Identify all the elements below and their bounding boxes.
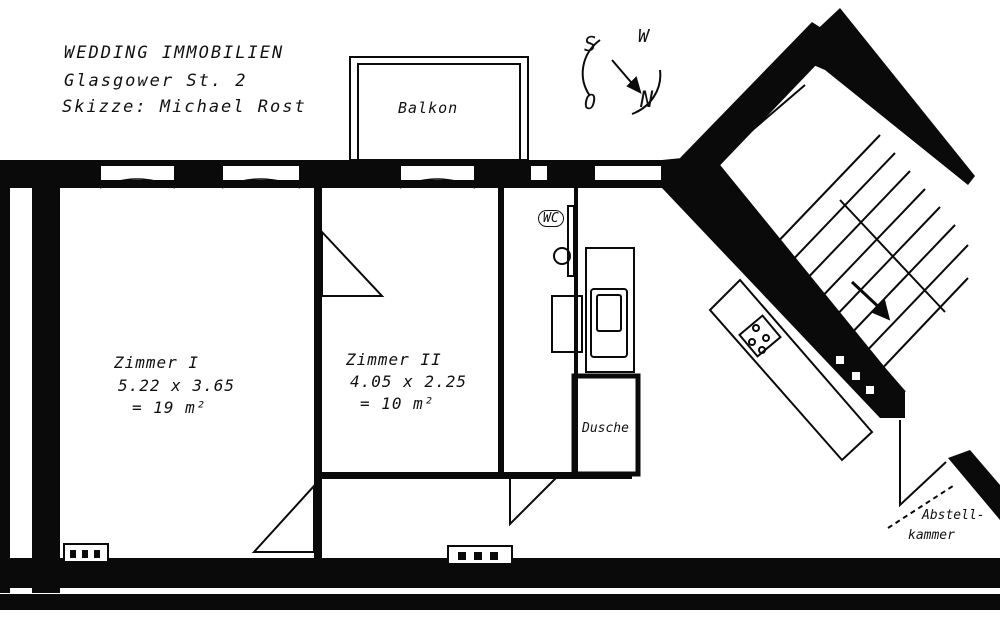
compass-s: S [584,32,597,56]
balkon-label: Balkon [398,99,459,117]
stairwell-walls [662,8,1000,520]
zimmer1-dims: 5.22 x 3.65 [118,376,235,395]
wall-zimmer1-zimmer2 [314,188,322,558]
abstell-divider [887,483,957,529]
compass-w: W [638,26,649,47]
dusche-box [571,373,641,477]
radiator-slots [70,550,498,560]
dusche-label: Dusche [582,421,629,436]
stove [708,278,874,462]
balkon-inner [357,63,521,161]
zimmer2-area: = 10 m² [360,394,435,413]
compass-icon [581,39,662,115]
sketch-credit: Skizze: Michael Rost [62,97,307,117]
bottom-wall-lower [0,594,1000,610]
kitchen-counter [585,247,635,373]
window-arc [99,178,476,189]
wall-zimmer2-right [498,188,504,478]
wc-label: WC [538,210,564,227]
door [251,229,947,553]
agency-name: WEDDING IMMOBILIEN [64,43,285,63]
compass-n: N [640,88,654,113]
zimmer1-area: = 19 m² [132,398,207,417]
left-wall-outer [0,163,10,593]
wc-fixtures [551,205,583,353]
abstell-label-2: kammer [908,528,955,543]
address: Glasgower St. 2 [64,71,248,91]
stairs [719,69,969,393]
zimmer1-name: Zimmer I [114,353,200,372]
zimmer2-dims: 4.05 x 2.25 [350,372,467,391]
zimmer2-name: Zimmer II [346,350,442,369]
compass-o: O [584,90,597,114]
stair-arrow-icon [850,280,891,321]
window [99,164,663,182]
wall-bath [574,188,578,478]
abstell-label-1: Abstell- [922,508,985,523]
left-wall-inner [32,163,60,593]
stair-radiator [836,356,874,394]
wall-zimmer2-bottom [322,472,632,479]
